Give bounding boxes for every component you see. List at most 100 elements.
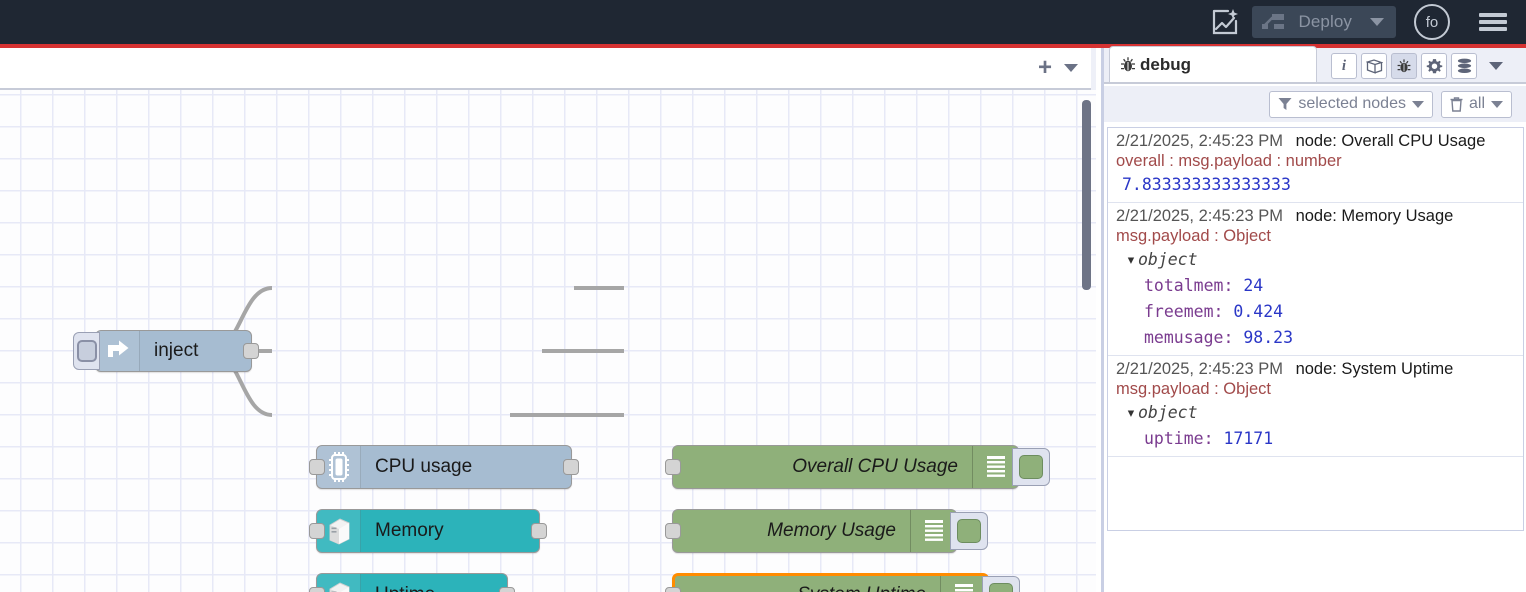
help-book-icon[interactable]: [1361, 53, 1387, 79]
add-flow-button[interactable]: +: [1037, 54, 1052, 81]
server-box-icon: [329, 518, 349, 545]
debug-message-value: 7.833333333333333: [1122, 175, 1291, 194]
node-input-port[interactable]: [309, 459, 325, 475]
debug-message-time: 2/21/2025, 2:45:23 PM: [1116, 360, 1283, 378]
info-icon[interactable]: i: [1331, 53, 1357, 79]
node-icon-inject: [96, 331, 140, 371]
debug-toggle-glyph: [957, 519, 981, 543]
node-output-port[interactable]: [531, 523, 547, 539]
node-debug-memory-usage[interactable]: Memory Usage: [665, 509, 988, 553]
node-output-port[interactable]: [499, 587, 515, 592]
flow-canvas[interactable]: inject CPU usage: [0, 90, 1096, 592]
app-header: Deploy fo: [0, 0, 1526, 44]
debug-message-node: node: System Uptime: [1295, 360, 1454, 378]
debug-toggle-button[interactable]: [1012, 448, 1050, 486]
node-icon-uptime: [317, 574, 361, 592]
object-label: object: [1137, 250, 1198, 269]
debug-message-topic: msg.payload : Object: [1116, 227, 1271, 245]
debug-toggle-button[interactable]: [982, 576, 1020, 592]
debug-sidebar: debug i: [1101, 46, 1526, 592]
property-value: 0.424: [1233, 302, 1284, 321]
inject-arrow-icon: [107, 340, 128, 357]
server-box-icon: [329, 582, 349, 592]
bug-icon: [1121, 57, 1135, 72]
tab-debug[interactable]: debug: [1109, 46, 1317, 82]
avatar-initials: fo: [1425, 13, 1439, 31]
node-icon-cpu: [317, 446, 361, 488]
node-output-port[interactable]: [243, 343, 259, 359]
debug-message-topic: msg.payload : Object: [1116, 380, 1271, 398]
property-value: 24: [1243, 276, 1264, 295]
node-label: Memory Usage: [767, 520, 896, 541]
canvas-vertical-scrollbar[interactable]: [1082, 100, 1091, 290]
debug-message-list[interactable]: 2/21/2025, 2:45:23 PM node: Overall CPU …: [1107, 127, 1524, 531]
node-input-port[interactable]: [309, 523, 325, 539]
property-value: 98.23: [1243, 328, 1294, 347]
sidebar-tabbar: debug i: [1104, 46, 1526, 84]
node-icon-debug: [910, 510, 956, 552]
clear-log-button[interactable]: all: [1440, 90, 1512, 118]
hamburger-menu-icon: [1479, 10, 1507, 34]
flow-menu-chevron-down-icon[interactable]: [1064, 64, 1078, 72]
gear-icon[interactable]: [1421, 53, 1447, 79]
object-property: totalmem: 24: [1144, 276, 1264, 295]
avatar[interactable]: fo: [1414, 4, 1450, 40]
cpu-chip-icon: [328, 452, 349, 482]
node-uptime[interactable]: Uptime: [309, 573, 515, 592]
triangle-down-icon: ▾: [1126, 250, 1136, 269]
sidebar-tool-icons: i: [1331, 53, 1503, 82]
node-output-port[interactable]: [563, 459, 579, 475]
inject-trigger-glyph: [76, 340, 97, 362]
clear-log-chevron-down-icon[interactable]: [1491, 100, 1503, 108]
node-debug-system-uptime[interactable]: System Uptime: [665, 573, 1020, 592]
debug-message[interactable]: 2/21/2025, 2:45:23 PM node: Overall CPU …: [1108, 128, 1523, 203]
sidebar-more-chevron-down-icon[interactable]: [1489, 62, 1503, 70]
node-label: System Uptime: [675, 576, 940, 592]
node-icon-debug: [972, 446, 1018, 488]
context-stack-icon[interactable]: [1451, 53, 1477, 79]
node-filter-chevron-down-icon[interactable]: [1411, 100, 1424, 108]
debug-toggle-glyph: [989, 583, 1013, 592]
node-input-port[interactable]: [665, 587, 681, 592]
ai-flow-button[interactable]: [1198, 0, 1252, 44]
debug-message-header: 2/21/2025, 2:45:23 PM node: System Uptim…: [1116, 360, 1517, 379]
debug-lines-icon: [924, 520, 943, 541]
property-key: memusage: [1144, 328, 1224, 347]
property-key: freemem: [1144, 302, 1214, 321]
canvas-tabbar: +: [0, 48, 1096, 90]
node-label: Overall CPU Usage: [792, 456, 958, 477]
node-inject[interactable]: inject: [73, 330, 259, 372]
node-input-port[interactable]: [309, 587, 325, 592]
object-property: memusage: 98.23: [1144, 328, 1294, 347]
debug-toggle-button[interactable]: [950, 512, 988, 550]
debug-message[interactable]: 2/21/2025, 2:45:23 PM node: Memory Usage…: [1108, 203, 1523, 356]
deploy-button[interactable]: Deploy: [1252, 6, 1396, 38]
deploy-icon: [1262, 14, 1285, 29]
node-debug-overall-cpu-usage[interactable]: Overall CPU Usage: [665, 445, 1050, 489]
chevron-down-icon[interactable]: [1370, 18, 1384, 26]
debug-message-time: 2/21/2025, 2:45:23 PM: [1116, 207, 1283, 225]
debug-message[interactable]: 2/21/2025, 2:45:23 PM node: System Uptim…: [1108, 356, 1523, 457]
node-input-port[interactable]: [665, 459, 681, 475]
debug-filterbar: selected nodes all: [1104, 86, 1526, 122]
node-label: CPU usage: [375, 456, 473, 477]
triangle-down-icon: ▾: [1126, 403, 1136, 422]
inject-trigger-button[interactable]: [73, 332, 100, 370]
clear-log-label: all: [1468, 95, 1485, 112]
object-expand-toggle[interactable]: ▾object: [1116, 250, 1517, 269]
debug-message-topic: overall : msg.payload : number: [1116, 152, 1342, 170]
debug-message-header: 2/21/2025, 2:45:23 PM node: Overall CPU …: [1116, 132, 1517, 151]
main-menu-button[interactable]: [1472, 0, 1514, 44]
ai-flow-icon: [1213, 9, 1239, 35]
node-label: inject: [154, 340, 199, 361]
node-filter-button[interactable]: selected nodes: [1269, 90, 1433, 118]
node-label: Uptime: [361, 574, 507, 592]
node-cpu-usage[interactable]: CPU usage: [309, 445, 579, 489]
object-expand-toggle[interactable]: ▾object: [1116, 403, 1517, 422]
node-label: Memory: [375, 520, 444, 541]
node-input-port[interactable]: [665, 523, 681, 539]
bug-icon[interactable]: [1391, 53, 1417, 79]
node-memory[interactable]: Memory: [309, 509, 547, 553]
property-key: uptime: [1144, 429, 1204, 448]
node-icon-debug: [940, 576, 986, 592]
